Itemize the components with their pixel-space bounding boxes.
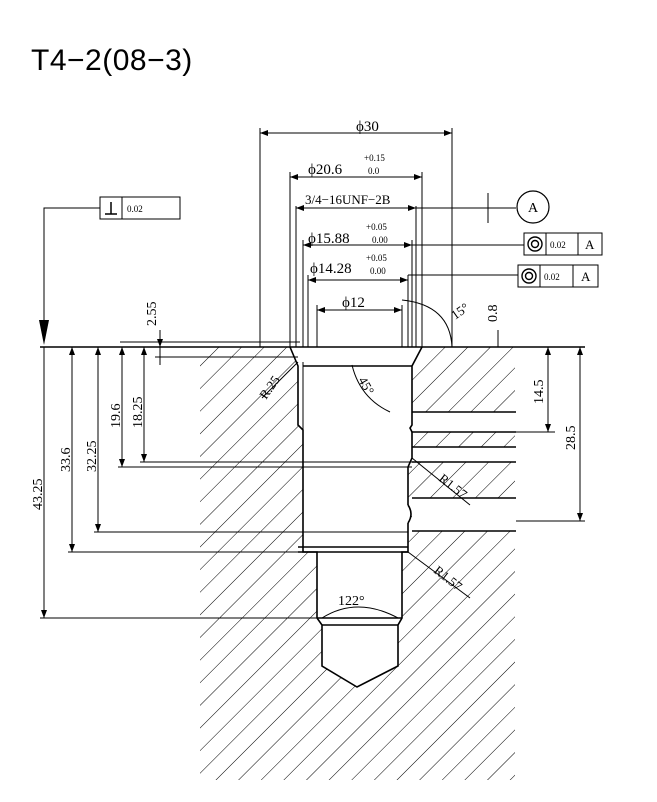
concentricity-1-value: 0.02 [550, 240, 566, 250]
dim-19-6: 19.6 [109, 404, 124, 429]
dim-angle-122: 122° [338, 594, 365, 609]
dim-tol-upper-14-28: +0.05 [366, 253, 387, 263]
dim-32-25: 32.25 [85, 441, 100, 473]
dim-2-55-lines [155, 330, 298, 365]
port-lines [412, 411, 516, 532]
left-vertical-dimension-lines [40, 347, 412, 619]
dimension-arrowheads [260, 130, 452, 313]
angle-45-arc [351, 364, 391, 413]
tolerance-frame-concentricity-1: 0.02 A [523, 232, 603, 256]
tolerance-frame-perpendicularity: 0.02 [39, 196, 181, 345]
datum-a-bubble [516, 190, 550, 224]
datum-a-label: A [528, 201, 539, 216]
r1-57-upper-leader [411, 457, 471, 506]
dim-tol-lower-14-28: 0.00 [370, 266, 386, 276]
page-title: T4−2(08−3) [31, 44, 193, 77]
dim-thread: 3/4−16UNF−2B [305, 192, 391, 207]
right-vertical-dimension-lines [516, 347, 585, 522]
right-dimension-arrowheads [545, 347, 583, 521]
left-dimension-arrowheads [41, 347, 147, 618]
dim-tol-lower-20-6: 0.0 [368, 166, 380, 176]
dim-0-8-lines [401, 299, 499, 348]
dim-28-5: 28.5 [564, 426, 579, 451]
dim-diameter-14-28: ϕ14.28 [310, 261, 352, 277]
dim-diameter-12: ϕ12 [342, 295, 365, 311]
perpendicularity-value: 0.02 [127, 204, 143, 214]
concentricity-1-datum: A [585, 237, 595, 252]
r-25-leader [261, 361, 299, 399]
concentricity-2-datum: A [581, 269, 591, 284]
dim-0-8: 0.8 [486, 305, 501, 323]
concentricity-icon [521, 268, 537, 284]
angle-122-arc [321, 606, 399, 619]
dim-tol-lower-15-88: 0.00 [372, 235, 388, 245]
diameter-extension-lines [259, 128, 524, 347]
perpendicularity-icon [105, 202, 117, 215]
dim-tol-upper-15-88: +0.05 [366, 222, 387, 232]
tolerance-frame-concentricity-2: 0.02 A [517, 264, 599, 288]
r1-57-lower-leader [407, 551, 471, 599]
hatched-section [200, 347, 516, 780]
dim-43-25: 43.25 [31, 479, 46, 511]
concentricity-2-value: 0.02 [544, 272, 560, 282]
dim-diameter-20-6: ϕ20.6 [308, 162, 343, 178]
dim-angle-45: 45° [355, 374, 377, 397]
dim-diameter-30: ϕ30 [356, 119, 379, 135]
dim-33-6: 33.6 [59, 448, 74, 473]
dim-14-5: 14.5 [532, 380, 547, 405]
dim-18-25: 18.25 [131, 397, 146, 429]
dim-tol-upper-20-6: +0.15 [364, 153, 385, 163]
dim-diameter-15-88: ϕ15.88 [308, 231, 350, 247]
dim-2-55: 2.55 [145, 302, 160, 327]
concentricity-icon [527, 236, 543, 252]
